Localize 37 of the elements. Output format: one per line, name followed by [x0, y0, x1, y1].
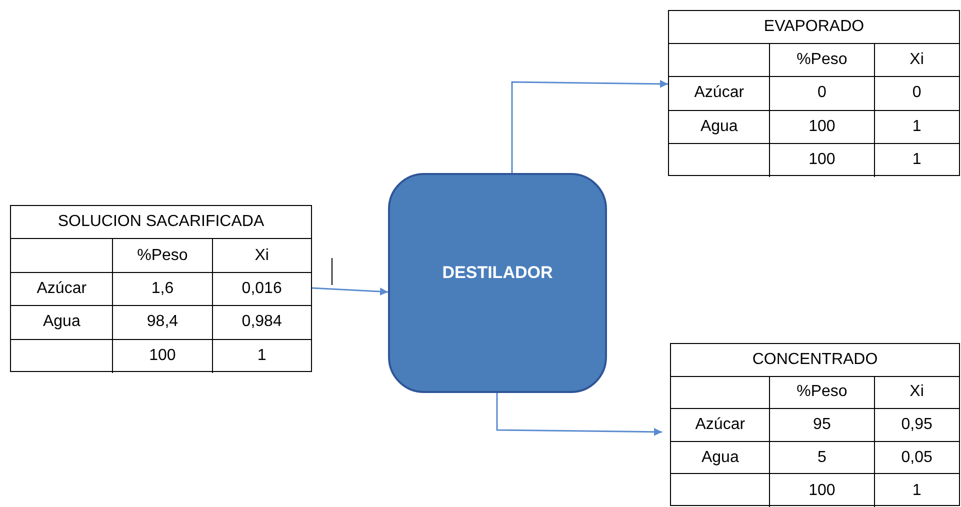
table-cell-text: Xi — [910, 50, 924, 70]
table-cell-text: 100 — [808, 116, 836, 137]
table-cell-text: 0,984 — [242, 312, 282, 332]
table-cell-text: Agua — [700, 116, 738, 137]
table-cell-text: %Peso — [137, 246, 188, 266]
table-cell-text: Xi — [910, 382, 924, 402]
table-cell-text: 100 — [808, 150, 836, 170]
table-cell-text: 1 — [912, 116, 922, 137]
table-cell-text: Azúcar — [694, 83, 744, 104]
table-cell-text: 0,016 — [242, 278, 282, 299]
table-cell-text: 5 — [818, 448, 826, 468]
table-cell-text: 98,4 — [146, 312, 178, 332]
table-cell-text: 1 — [257, 346, 266, 366]
table-cell-text: Xi — [254, 246, 269, 266]
table-cell-text: Agua — [701, 448, 739, 468]
table-title: EVAPORADO — [764, 17, 864, 38]
arrow — [511, 80, 668, 173]
table-cell-text: Azúcar — [695, 414, 746, 435]
table-cell-text: 0,95 — [901, 414, 932, 435]
table-cell-text: Azúcar — [36, 278, 87, 299]
table-title: CONCENTRADO — [752, 350, 878, 370]
process-box: DESTILADOR — [388, 173, 607, 393]
arrow — [312, 287, 388, 296]
table-cell-text: 100 — [149, 346, 176, 366]
table-cell-text: 100 — [808, 480, 836, 501]
table-cell-text: 0 — [912, 83, 922, 104]
table-cell-text: %Peso — [796, 382, 848, 402]
table-cell-text: 1 — [912, 480, 922, 501]
table-cell-text: 1 — [912, 150, 922, 170]
table-cell-text: %Peso — [796, 50, 848, 70]
table-cell-text: 0,05 — [901, 448, 932, 468]
table-cell-text: 0 — [817, 83, 826, 104]
arrow — [496, 393, 662, 436]
table-cell-text: Agua — [42, 312, 80, 332]
table-cell-text: 95 — [813, 414, 831, 435]
table-title: SOLUCION SACARIFICADA — [58, 212, 264, 232]
table-cell-text: 1,6 — [151, 278, 174, 299]
